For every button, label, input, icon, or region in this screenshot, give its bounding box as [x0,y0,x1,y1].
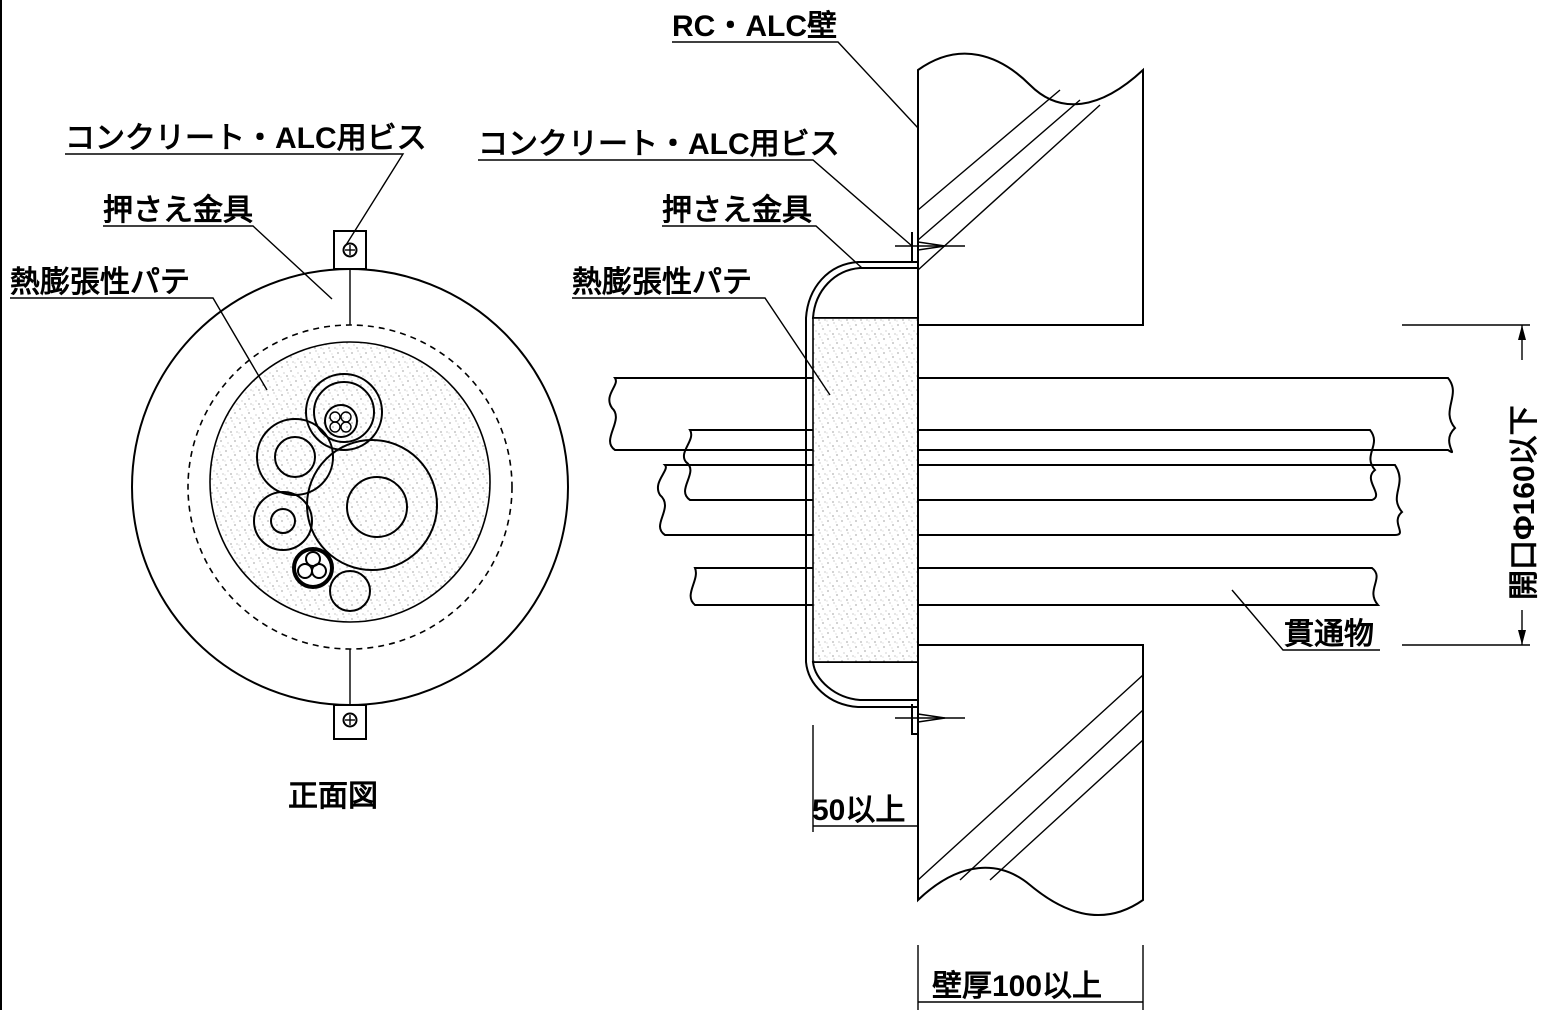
bracket-section-bottom [811,661,919,701]
opening-dimension-label: 開口Φ160以下 [1508,405,1541,600]
section-putty-label: 熱膨張性パテ [572,266,752,299]
screw-tab-top [333,230,367,270]
penetration-label: 貫通物 [1284,618,1374,651]
section-wall-label: RC・ALC壁 [672,10,837,43]
bracket-section-top [811,267,919,319]
putty-depth-dimension: 50以上 [812,725,919,840]
front-putty-label: 熱膨張性パテ [10,266,190,299]
penetrating-pipes [608,377,1457,606]
screw-tab-bottom [333,704,367,740]
front-bracket-label: 押さえ金具 [103,193,253,227]
section-screw-label: コンクリート・ALC用ビス [478,128,840,161]
wall-thickness-label: 壁厚100以上 [932,970,1102,1003]
lower-wall [917,644,1144,916]
upper-wall [917,52,1144,326]
front-view-caption: 正面図 [288,780,378,813]
section-view: RC・ALC壁 コンクリート・ALC用ビス 押さえ金具 熱膨張性パテ 貫通物 開… [478,10,1543,1010]
screw-bottom [895,704,965,735]
cables [253,373,438,612]
wall-thickness-dimension: 壁厚100以上 [917,945,1144,1010]
putty-fill-circle [209,341,491,623]
front-view: コンクリート・ALC用ビス 押さえ金具 熱膨張性パテ 正面図 [10,122,569,813]
putty-depth-label: 50以上 [812,794,905,827]
front-screw-label: コンクリート・ALC用ビス [65,122,427,155]
screw-top [895,232,965,263]
opening-dimension: 開口Φ160以下 [1402,324,1543,646]
putty-section [812,317,919,663]
section-bracket-label: 押さえ金具 [662,193,812,227]
